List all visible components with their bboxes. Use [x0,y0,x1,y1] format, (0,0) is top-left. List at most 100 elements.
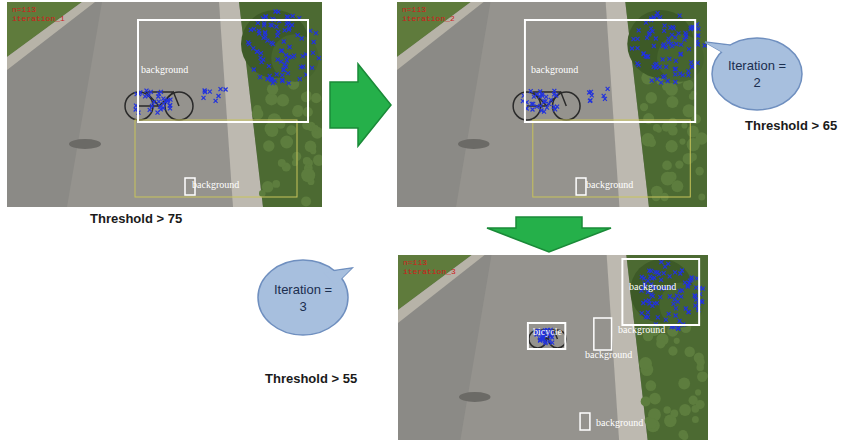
feature-mark [681,73,685,77]
feature-mark [652,65,656,69]
bubble-text: Iteration = 3 [272,281,334,315]
hedge-leaf [687,125,699,137]
hedge-leaf [266,125,278,137]
feature-mark [675,294,679,298]
feature-mark [539,104,543,108]
feature-mark [246,40,250,44]
hedge-leaf [666,96,678,108]
feature-mark [674,42,678,46]
feature-mark [157,100,161,104]
hedge-leaf [692,416,699,423]
feature-mark [677,31,681,35]
feature-mark [694,298,698,302]
feature-mark [689,60,693,64]
feature-mark [540,93,544,97]
feature-mark [265,39,269,43]
feature-mark [674,59,678,63]
feature-mark [287,81,291,85]
feature-mark [686,73,690,77]
detection-box [138,20,308,122]
feature-mark [659,81,663,85]
feature-mark [552,92,556,96]
iteration-tag: iteration_3 [403,267,456,276]
feature-mark [664,318,668,322]
feature-mark [678,289,682,293]
hedge-leaf [670,410,678,418]
feature-mark [162,102,166,106]
region-box [533,120,690,197]
feature-mark [287,28,291,32]
hedge-leaf [697,372,707,382]
threshold-label: Threshold > 55 [265,371,357,386]
feature-mark [298,77,302,81]
hedge-leaf [666,140,678,152]
feature-mark [671,302,675,306]
feature-mark [531,102,535,106]
feature-mark [652,44,656,48]
feature-mark [662,29,666,33]
class-label: background [586,179,633,190]
manhole [459,392,490,402]
feature-mark [314,31,318,35]
hedge-leaf [678,430,687,439]
feature-mark [311,51,315,55]
feature-mark [541,337,545,341]
hedge [239,2,322,207]
feature-mark [696,27,700,31]
feature-mark [270,41,274,45]
feature-mark [662,271,666,275]
feature-mark [276,30,280,34]
bike-frame [139,92,179,106]
feature-mark [646,310,650,314]
detection-box [594,318,612,350]
feature-mark [159,90,163,94]
hedge-leaf [305,141,317,153]
feature-mark [674,67,678,71]
hedge-leaf [681,122,687,128]
video-frame [397,2,708,207]
feature-mark [252,68,256,72]
feature-mark [664,65,668,69]
hedge-leaf [684,347,694,358]
feature-mark [642,276,646,280]
feature-mark [552,105,556,109]
hedge-leaf [668,346,677,355]
sidewalk [398,255,485,323]
feature-mark [679,53,683,57]
feature-mark [168,103,172,107]
feature-mark [282,68,286,72]
threshold-label: Threshold > 65 [745,118,837,133]
feature-mark [257,32,261,36]
detection-box [622,259,699,325]
hedge-leaf [674,338,680,344]
road-shade [67,2,235,207]
feature-mark [679,295,683,299]
feature-mark [654,37,658,41]
feature-mark [679,43,683,47]
feature-mark [589,98,593,102]
feature-mark [535,105,539,109]
feature-mark [161,106,165,110]
class-label: background [585,349,632,360]
feature-mark [673,72,677,76]
feature-mark [674,306,678,310]
hedge-leaf [272,180,280,188]
class-label: background [596,417,643,428]
hedge-leaf [312,125,318,131]
feature-mark [666,79,670,83]
feature-mark [687,310,691,314]
class-label: background [192,179,239,190]
feature-mark [259,51,263,55]
hedge-leaf [675,160,683,168]
bubble-shape [258,260,348,335]
feature-mark [674,314,678,318]
hedge-leaf [303,157,311,165]
feature-mark [149,90,153,94]
class-label: background [629,281,676,292]
feature-mark [255,50,259,54]
feature-mark [286,15,290,19]
iteration-tag: iteration_2 [402,14,455,23]
speech-bubble: Iteration = 3 [258,260,348,335]
hedge-leaf [696,358,704,366]
feature-mark [547,340,551,344]
